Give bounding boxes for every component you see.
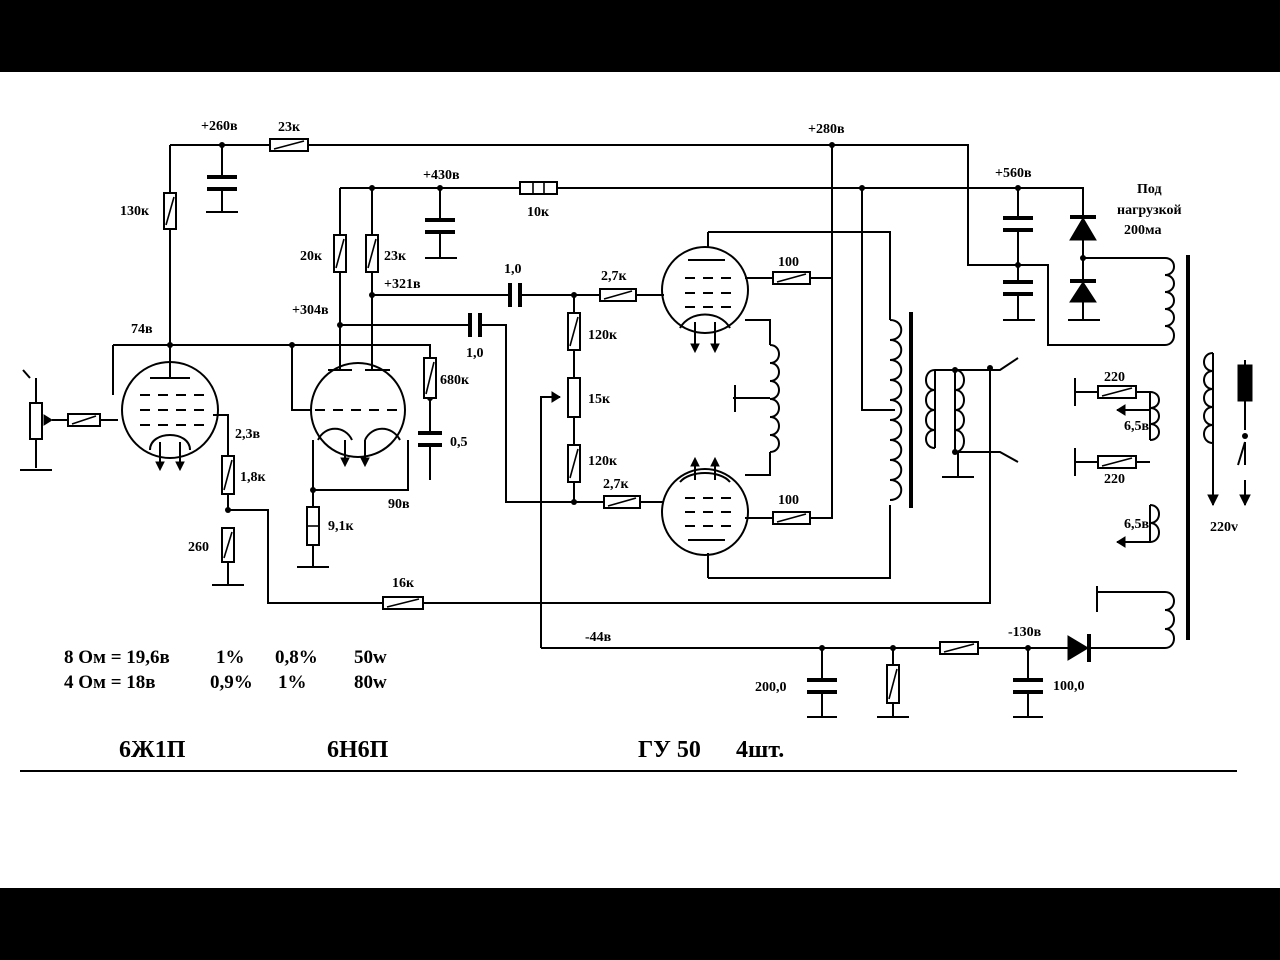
label-v260: +260в [201, 119, 238, 134]
resistor-16k [382, 596, 424, 610]
resistors [29, 138, 1137, 704]
potentiometer-input [29, 402, 53, 440]
tube-6zh1p [121, 345, 219, 472]
resistor-20k [333, 234, 347, 273]
label-v-44: -44в [585, 630, 612, 645]
spec-r2-b: 1% [278, 672, 307, 693]
label-c1-top: 1,0 [504, 262, 522, 277]
spec-r2-load: 4 Ом = 18в [64, 672, 156, 693]
resistor-130k [163, 192, 177, 230]
label-v6-5-b: 6,5в [1124, 517, 1150, 532]
label-v74: 74в [131, 322, 153, 337]
label-r260: 260 [188, 540, 209, 555]
label-v220: 220v [1210, 520, 1238, 535]
resistor-10k [519, 181, 558, 195]
spec-r2-a: 0,9% [210, 672, 253, 693]
tube-names: 6Ж1П 6Н6П ГУ 50 4шт. [119, 737, 784, 763]
resistor-120k-top [567, 312, 581, 351]
component-labels: +260в 23к +280в 130к +430в 10к +560в Под… [120, 119, 1238, 695]
label-r680k: 680к [440, 373, 470, 388]
label-r15k: 15к [588, 392, 611, 407]
label-r16k: 16к [392, 576, 415, 591]
label-load-1: Под [1137, 182, 1162, 197]
label-r130k: 130к [120, 204, 150, 219]
transformers [769, 255, 1214, 649]
spec-r2-power: 80w [354, 672, 387, 693]
resistor-680k [423, 357, 437, 399]
resistor-23k [365, 234, 379, 273]
label-v90: 90в [388, 497, 410, 512]
spec-r1-load: 8 Ом = 19,6в [64, 647, 170, 668]
label-r220-top: 220 [1104, 370, 1125, 385]
label-c1-mid: 1,0 [466, 346, 484, 361]
arrows [1116, 364, 1253, 548]
resistor-120k-bot [567, 444, 581, 483]
tube-name-3: ГУ 50 [638, 737, 701, 763]
resistor-220-bot [1097, 455, 1137, 469]
resistor-100-bot [772, 511, 811, 525]
resistor-220-top [1097, 385, 1137, 399]
amplifier-schematic: +260в 23к +280в 130к +430в 10к +560в Под… [20, 119, 1253, 772]
label-r9-1k: 9,1к [328, 519, 355, 534]
resistor-15k-pot [551, 377, 581, 418]
resistor-2-7k-top [599, 288, 637, 302]
tube-count: 4шт. [736, 737, 784, 763]
resistor-1-8k [221, 455, 235, 495]
label-r120k-bot: 120к [588, 454, 618, 469]
label-v304: +304в [292, 303, 329, 318]
tube-name-1: 6Ж1П [119, 737, 186, 763]
resistor-input [67, 413, 101, 427]
tube-6n6p [310, 362, 406, 468]
resistor-bias-series [939, 641, 979, 655]
tube-gu50-bot [661, 456, 749, 578]
label-v280: +280в [808, 122, 845, 137]
schematic-canvas: +260в 23к +280в 130к +430в 10к +560в Под… [0, 72, 1280, 888]
label-v560: +560в [995, 166, 1032, 181]
label-r100-top: 100 [778, 255, 799, 270]
label-v2-3: 2,3в [235, 427, 261, 442]
label-c100: 100,0 [1053, 679, 1085, 694]
label-load-3: 200ма [1124, 223, 1161, 238]
label-r220-bot: 220 [1104, 472, 1125, 487]
label-v430: +430в [423, 168, 460, 183]
resistor-2-7k-bot [603, 495, 641, 509]
tube-gu50-top [661, 232, 749, 354]
capacitors [207, 175, 1043, 694]
label-r23k-top: 23к [278, 120, 301, 135]
label-r23k: 23к [384, 249, 407, 264]
label-v321: +321в [384, 277, 421, 292]
spec-r1-b: 0,8% [275, 647, 318, 668]
wires [22, 144, 1246, 717]
label-v-130: -130в [1008, 625, 1042, 640]
label-r1-8k: 1,8к [240, 470, 267, 485]
diodes [1067, 215, 1097, 662]
label-r120k-top: 120к [588, 328, 618, 343]
label-r20k: 20к [300, 249, 323, 264]
label-v6-5-a: 6,5в [1124, 419, 1150, 434]
label-r10k: 10к [527, 205, 550, 220]
ground-symbols [20, 211, 1100, 718]
spec-r1-a: 1% [216, 647, 245, 668]
tube-name-2: 6Н6П [327, 737, 389, 763]
label-r2-7k-bot: 2,7к [603, 477, 630, 492]
label-c200: 200,0 [755, 680, 787, 695]
label-r100-bot: 100 [778, 493, 799, 508]
label-c0-5: 0,5 [450, 435, 468, 450]
junction-dots [167, 142, 1248, 651]
resistor-100-top [772, 271, 811, 285]
spec-r1-power: 50w [354, 647, 387, 668]
label-load-2: нагрузкой [1117, 203, 1182, 218]
label-r2-7k-top: 2,7к [601, 269, 628, 284]
resistor-9-1k [306, 506, 320, 546]
resistor-bias-shunt [886, 664, 900, 704]
resistor-260 [221, 527, 235, 563]
tubes [121, 232, 749, 578]
specs-table: 8 Ом = 19,6в 1% 0,8% 50w 4 Ом = 18в 0,9%… [64, 647, 387, 693]
resistor-23k-top [269, 138, 309, 152]
